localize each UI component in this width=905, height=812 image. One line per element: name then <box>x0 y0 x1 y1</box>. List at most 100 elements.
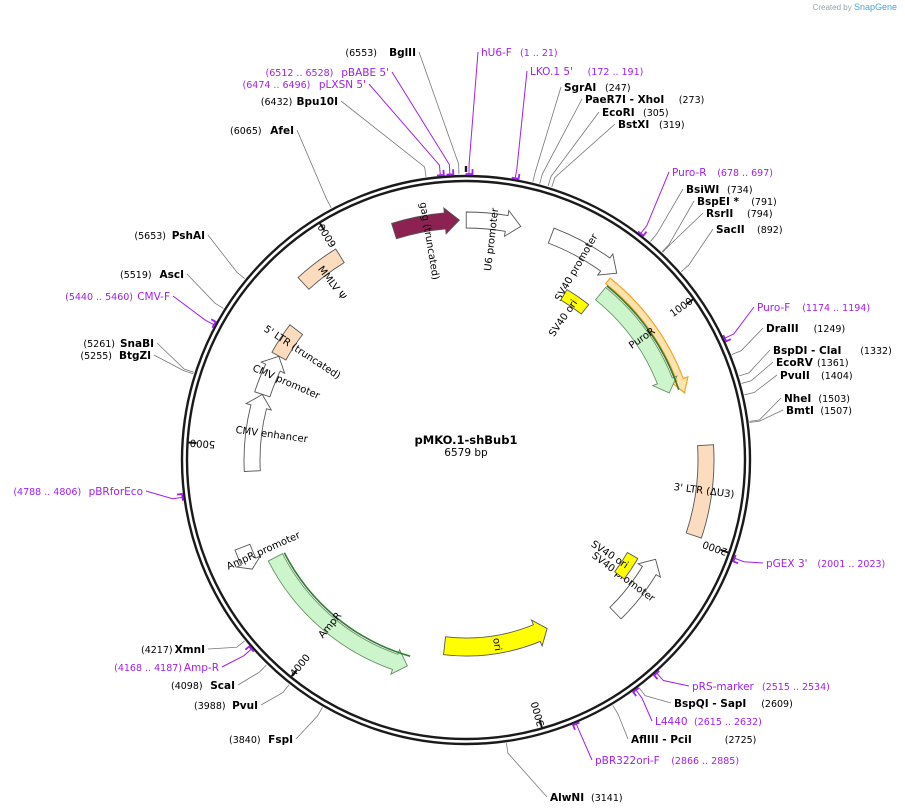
enzyme-name: BtgZI <box>119 350 151 362</box>
enzyme-afliii-pcii[interactable]: AflIII - PciI(2725) <box>631 734 756 746</box>
primer-leader-pbabe-5 <box>391 71 451 175</box>
tick-mark-5000 <box>188 441 197 445</box>
map-center: pMKO.1-shBub1 6579 bp <box>415 433 518 459</box>
feature-ori[interactable]: ori <box>442 619 548 657</box>
primer-l4440[interactable]: L4440 (2615 .. 2632) <box>655 716 762 728</box>
enzyme-leader-ecori <box>547 111 600 187</box>
plasmid-length: 6579 bp <box>444 447 488 459</box>
enzyme-bspdi-clai[interactable]: BspDI - ClaI(1332) <box>773 345 892 357</box>
enzyme-draiii[interactable]: DraIII(1249) <box>766 323 845 335</box>
enzyme-bpu10i[interactable]: Bpu10I(6432) <box>261 96 338 108</box>
tick-label-1000: 1000 <box>668 296 695 320</box>
enzyme-name: AflIII - PciI <box>631 734 692 746</box>
plasmid-name: pMKO.1-shBub1 <box>415 433 518 447</box>
enzyme-name: PvuII <box>780 370 810 382</box>
enzyme-bglii[interactable]: BglII(6553) <box>345 47 416 59</box>
enzyme-ecorv[interactable]: EcoRV(1361) <box>776 357 849 369</box>
cmv-promoter-arrow <box>254 355 286 398</box>
enzyme-paer7i-xhoi[interactable]: PaeR7I - XhoI(273) <box>585 94 704 106</box>
primer-position: (5440 .. 5460) <box>65 292 133 303</box>
enzyme-bsiwi[interactable]: BsiWI(734) <box>686 184 753 196</box>
enzyme-afei[interactable]: AfeI(6065) <box>230 125 294 137</box>
sv40-promoter-1-arrow <box>547 227 618 276</box>
enzyme-name: BsiWI <box>686 184 719 196</box>
primer-name: pRS-marker <box>692 681 755 693</box>
enzyme-name: BstXI <box>618 119 649 131</box>
enzyme-bmti[interactable]: BmtI(1507) <box>786 405 852 417</box>
feature-gag-truncated[interactable]: gag (truncated) <box>391 201 461 281</box>
feature-ltr-3[interactable]: 3' LTR (ΔU3) <box>673 444 735 539</box>
enzyme-sgrai[interactable]: SgrAI(247) <box>564 82 631 94</box>
enzyme-position: (1507) <box>820 406 852 417</box>
enzyme-alwni[interactable]: AlwNI(3141) <box>550 792 623 804</box>
enzyme-leader-rsrii <box>662 212 704 253</box>
enzyme-leader-pshai <box>207 234 246 280</box>
enzyme-position: (2609) <box>761 699 793 710</box>
feature-puror[interactable]: PuroR <box>594 277 689 394</box>
enzyme-asci[interactable]: AscI(5519) <box>120 269 184 281</box>
enzyme-leader-btgzi <box>153 354 194 375</box>
enzyme-rsrii[interactable]: RsrII(794) <box>706 208 773 220</box>
primer-position: (2615 .. 2632) <box>694 717 762 728</box>
enzyme-sacii[interactable]: SacII(892) <box>716 224 783 236</box>
enzyme-position: (3141) <box>591 793 623 804</box>
feature-mmlv-psi[interactable]: MMLV Ψ <box>297 248 348 303</box>
enzyme-bspqi-sapi[interactable]: BspQI - SapI(2609) <box>674 698 793 710</box>
enzyme-ecori[interactable]: EcoRI(305) <box>602 107 669 119</box>
enzyme-name: BglII <box>389 47 416 59</box>
primer-cmv-f[interactable]: CMV-F (5440 .. 5460) <box>65 291 170 303</box>
primer-position: (2001 .. 2023) <box>817 559 885 570</box>
primer-name: CMV-F <box>137 291 170 303</box>
feature-ampr[interactable]: AmpR <box>267 552 411 676</box>
primer-hu6-f[interactable]: hU6-F (1 .. 21) <box>481 47 558 59</box>
ori-arrow <box>442 619 548 657</box>
enzyme-leader-sacii <box>680 228 714 272</box>
feature-u6-promoter[interactable]: U6 promoter <box>465 207 522 272</box>
puror-arrow <box>594 286 678 394</box>
enzyme-leader-bsiwi <box>650 188 684 242</box>
primer-mark-pgex-3 <box>732 554 739 565</box>
feature-cmv-enhancer[interactable]: CMV enhancer <box>235 393 309 472</box>
primer-position: (4168 .. 4187) <box>114 663 182 674</box>
primer-mark-puro-r <box>637 230 648 237</box>
primer-position: (1 .. 21) <box>520 48 558 59</box>
enzyme-leader-bpu10i <box>340 100 427 177</box>
enzyme-position: (319) <box>659 120 685 131</box>
primer-leader-cmv-f <box>172 295 215 326</box>
enzyme-pvui[interactable]: PvuI(3988) <box>194 700 258 712</box>
enzyme-fspi[interactable]: FspI(3840) <box>229 734 293 746</box>
primer-mark-amp-r <box>244 645 255 653</box>
ltr-5-arrow <box>271 324 304 361</box>
primer-puro-r[interactable]: Puro-R(678 .. 697) <box>672 167 773 179</box>
enzyme-leader-nhei <box>749 397 782 422</box>
primer-mark-hu6-f <box>465 169 474 175</box>
primer-pbrforeco[interactable]: pBRforEco(4788 .. 4806) <box>13 486 143 498</box>
primer-position: (678 .. 697) <box>717 168 773 179</box>
primer-amp-r[interactable]: Amp-R(4168 .. 4187) <box>114 662 219 674</box>
primer-prs-marker[interactable]: pRS-marker(2515 .. 2534) <box>692 681 830 693</box>
enzyme-bstxi[interactable]: BstXI (319) <box>618 119 685 131</box>
backbone <box>180 166 752 746</box>
primer-lko-1-5[interactable]: LKO.1 5'(172 .. 191) <box>530 66 643 78</box>
enzyme-name: SacII <box>716 224 745 236</box>
primer-leader-pbrforeco <box>145 490 183 500</box>
enzyme-pvuii[interactable]: PvuII(1404) <box>780 370 853 382</box>
primer-pgex-3[interactable]: pGEX 3'(2001 .. 2023) <box>766 558 885 570</box>
enzyme-scai[interactable]: ScaI(4098) <box>171 680 235 692</box>
enzyme-bspei[interactable]: BspEI *(791) <box>697 196 777 208</box>
primer-name: L4440 <box>655 716 688 728</box>
enzyme-snabi[interactable]: SnaBI(5261) <box>83 338 154 350</box>
enzyme-leader-bglii <box>418 51 460 175</box>
leader-lines <box>145 51 784 798</box>
primer-plxsn-5[interactable]: pLXSN 5'(6474 .. 6496) <box>243 79 366 91</box>
primer-puro-f[interactable]: Puro-F(1174 .. 1194) <box>757 302 870 314</box>
primer-pbr322ori-f[interactable]: pBR322ori-F(2866 .. 2885) <box>595 755 739 767</box>
primer-name: hU6-F <box>481 47 512 59</box>
enzyme-pshai[interactable]: PshAI(5653) <box>134 230 205 242</box>
enzyme-btgzi[interactable]: BtgZI(5255) <box>80 350 151 362</box>
primer-mark-pbabe-5 <box>446 169 455 176</box>
enzyme-nhei[interactable]: NheI(1503) <box>784 393 850 405</box>
enzyme-name: PvuI <box>232 700 258 712</box>
primer-pbabe-5[interactable]: pBABE 5'(6512 .. 6528) <box>266 67 389 79</box>
enzyme-xmni[interactable]: XmnI(4217) <box>141 644 205 656</box>
